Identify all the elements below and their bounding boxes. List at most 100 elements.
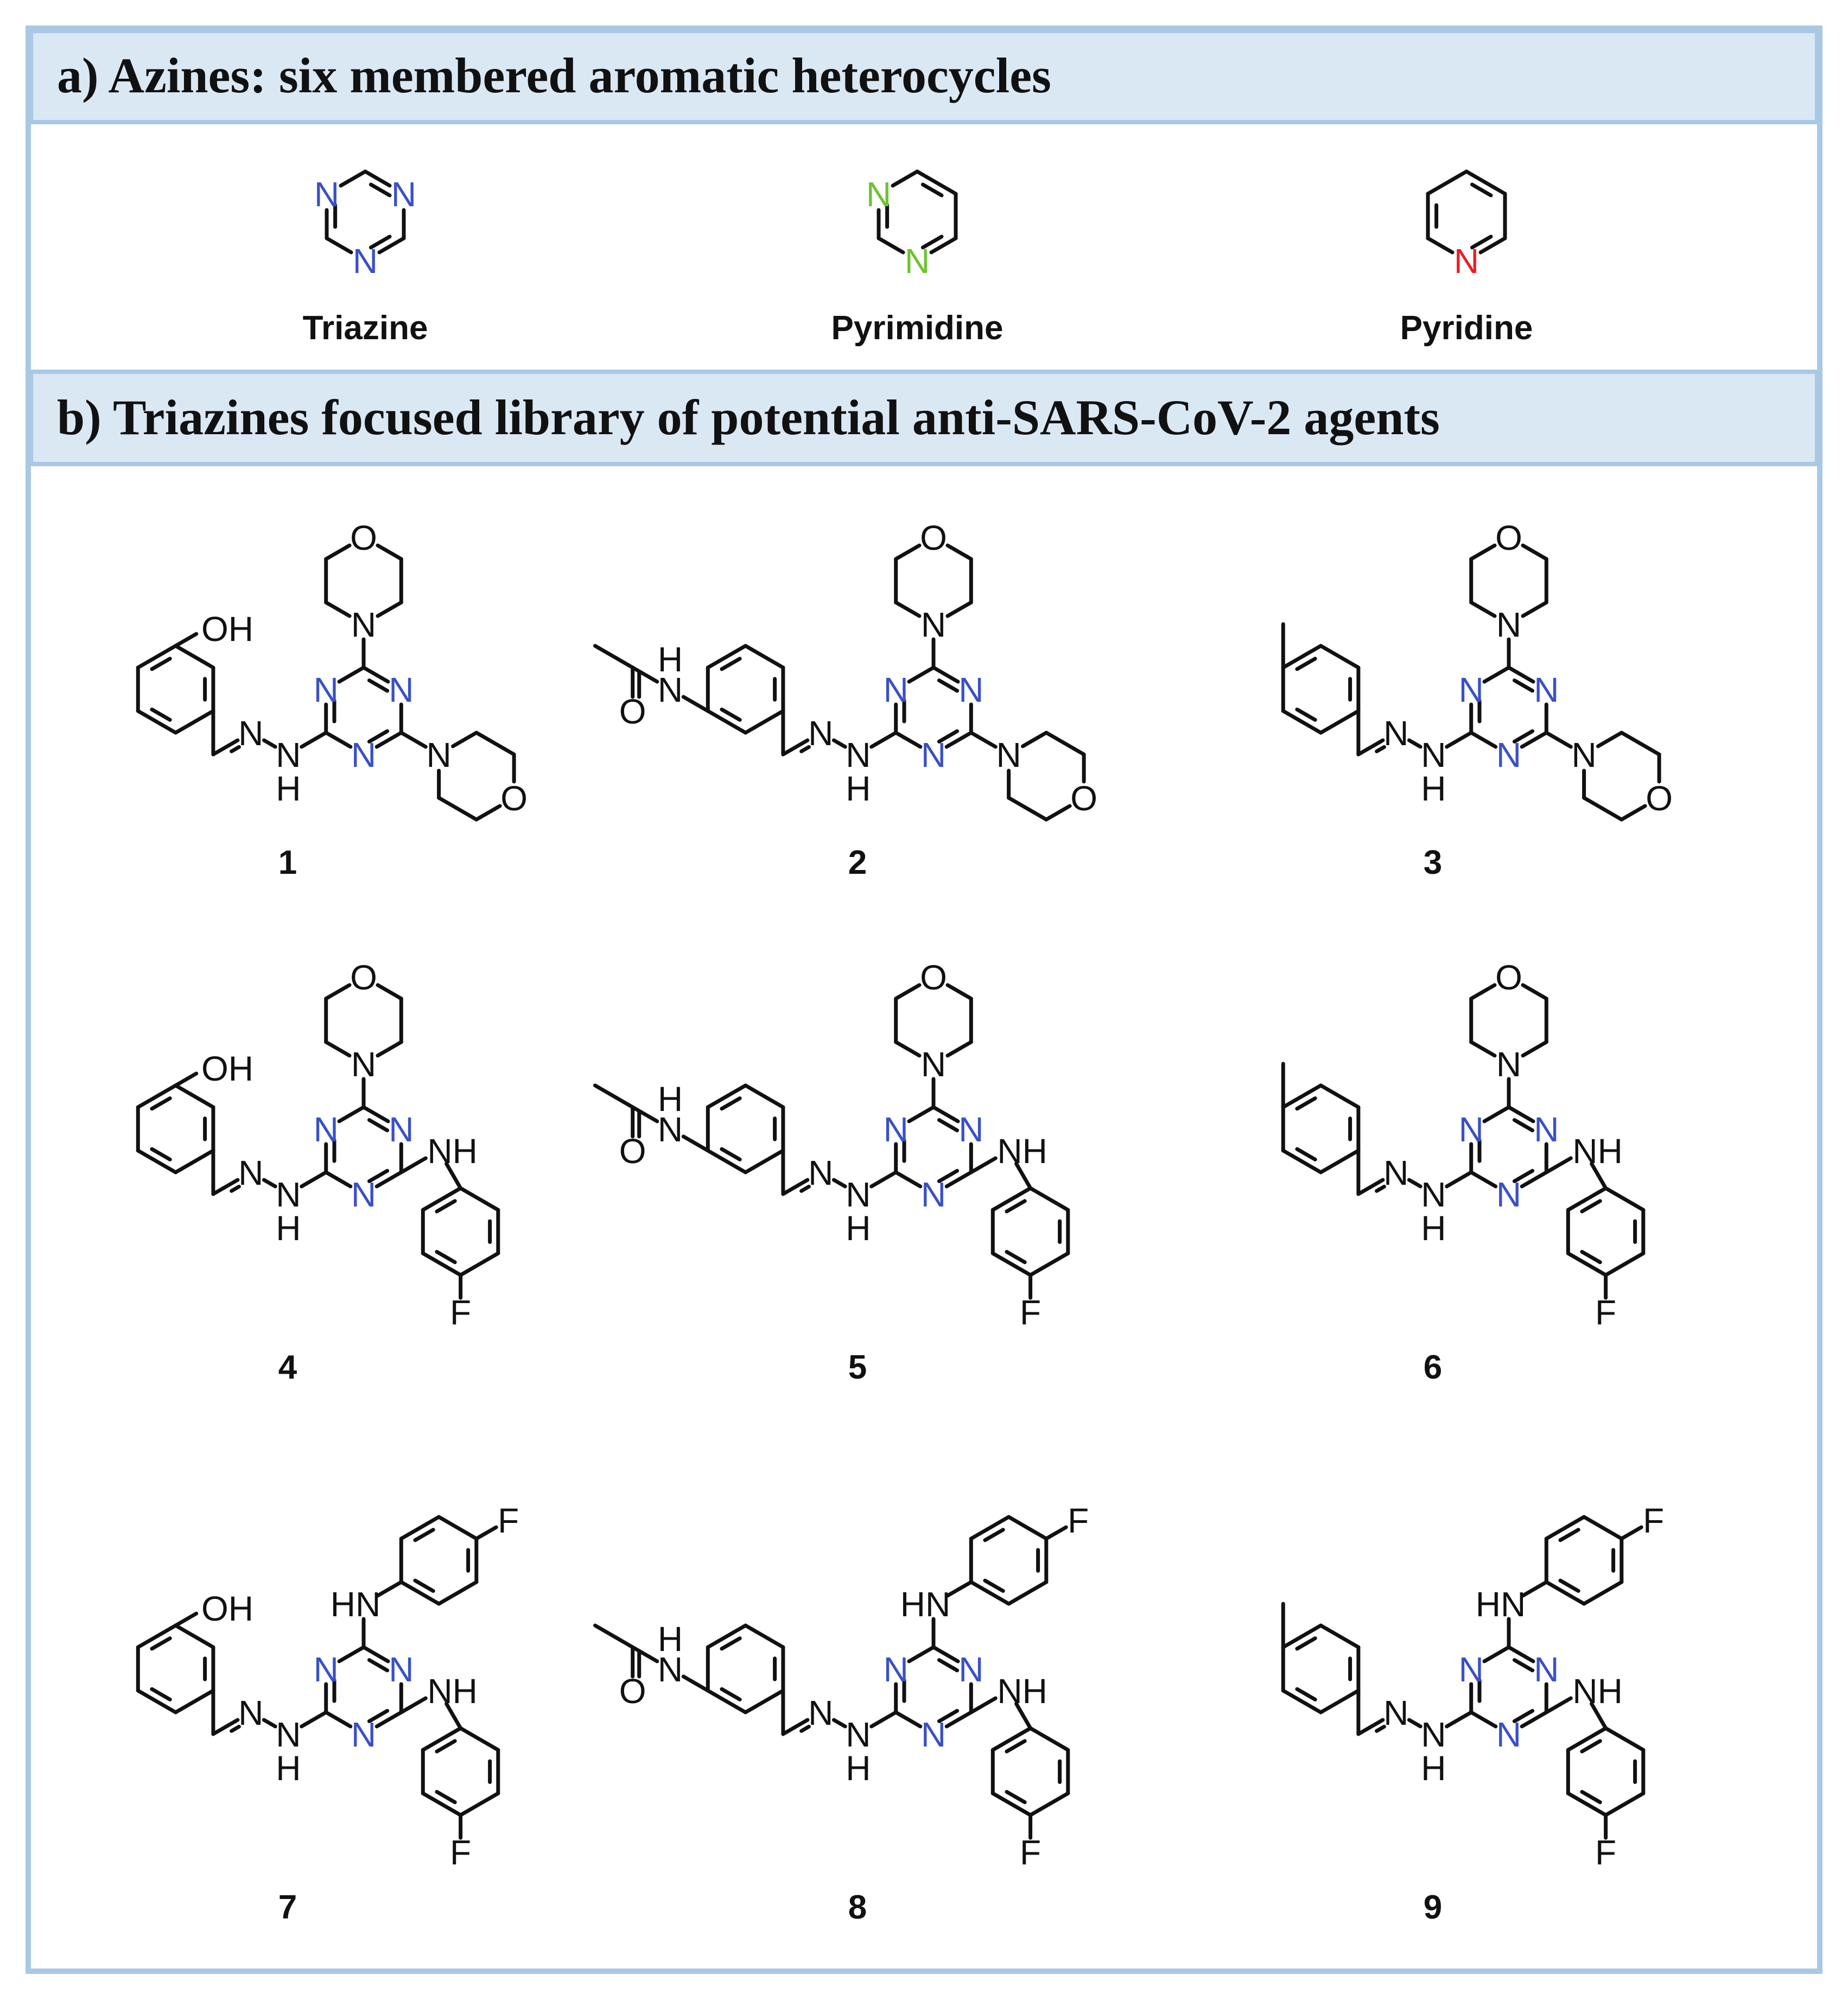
fluoroanilino-bottom: NHF	[969, 1672, 1070, 1872]
amine-hn-label: HN	[900, 1585, 950, 1624]
bond	[1521, 1580, 1548, 1598]
hydrazone-h: H	[276, 769, 301, 808]
bond	[399, 731, 428, 749]
bond	[1544, 1580, 1586, 1606]
fluorophenyl-bottom: F	[1566, 1726, 1646, 1872]
triazine-core	[894, 1105, 973, 1189]
bond	[945, 983, 973, 1001]
bond	[1044, 731, 1086, 757]
bond	[459, 1791, 500, 1817]
bond	[929, 236, 958, 255]
panel-a-title: a) Azines: six membered aromatic heteroc…	[57, 48, 1051, 103]
bond	[1507, 1645, 1535, 1663]
bond	[136, 644, 178, 670]
imine-double-bond	[230, 745, 241, 753]
morpholine-right: NO	[996, 731, 1097, 822]
double-bond	[1558, 1578, 1580, 1593]
bond	[894, 600, 922, 618]
amide-h: H	[658, 640, 683, 679]
bond	[136, 1623, 178, 1649]
hydrazone-h: H	[846, 1209, 871, 1248]
bond	[136, 1083, 178, 1109]
bond	[1469, 600, 1497, 618]
double-bond	[435, 1790, 457, 1805]
amide-nitrogen: N	[658, 1650, 683, 1689]
triazine-core	[324, 1105, 403, 1189]
fluorophenyl-bottom: F	[421, 1186, 500, 1332]
double-bond	[1512, 1709, 1535, 1723]
double-bond	[413, 1528, 435, 1542]
morpholine-oxygen: O	[350, 958, 377, 997]
morpholine-ring	[894, 983, 973, 1058]
bond	[877, 236, 905, 255]
bond	[706, 1083, 748, 1109]
hydrazone-nh-nitrogen: N	[276, 1175, 301, 1214]
bond	[1469, 983, 1497, 1001]
bond	[444, 1701, 463, 1730]
bond	[451, 731, 479, 748]
triazine-nitrogen: N	[389, 1650, 414, 1689]
bond	[891, 169, 919, 188]
amide-h: H	[658, 1079, 683, 1119]
triazine-nitrogen: N	[389, 670, 414, 709]
pyridine-structure: N	[1426, 169, 1507, 281]
imine-nitrogen: N	[238, 714, 263, 753]
amine-nh-label: NH	[1572, 1672, 1622, 1711]
triazine-nitrogen: N	[884, 670, 909, 709]
bond	[1604, 1726, 1646, 1752]
bond	[1021, 731, 1049, 748]
double-bond	[367, 1658, 390, 1673]
double-bond	[937, 678, 960, 693]
bond	[744, 709, 785, 735]
carbonyl-oxygen: O	[619, 1672, 646, 1711]
double-bond	[1470, 182, 1493, 198]
carbonyl-oxygen: O	[619, 692, 646, 731]
bond	[744, 1148, 785, 1174]
bond	[944, 731, 973, 749]
bond	[300, 731, 328, 749]
morpholine-ring	[1469, 543, 1548, 618]
amine-nh-label: NH	[427, 1132, 477, 1171]
double-bond	[937, 1658, 960, 1673]
bond	[631, 1645, 659, 1663]
bond	[990, 1726, 1033, 1752]
double-bond	[720, 657, 742, 671]
bond	[1028, 1726, 1070, 1752]
triazine-nitrogen: N	[1459, 1650, 1484, 1689]
bond	[1007, 1515, 1049, 1541]
bond	[969, 1156, 998, 1174]
hydroxyl-label: OH	[201, 609, 253, 649]
bond	[459, 1251, 500, 1277]
bond	[1482, 1645, 1511, 1663]
double-bond	[1005, 1250, 1027, 1265]
bond	[706, 1623, 748, 1649]
morpholine-nitrogen: N	[351, 605, 376, 644]
compound-number: 9	[1424, 1889, 1442, 1926]
bond	[945, 543, 973, 561]
double-bond	[1295, 657, 1317, 671]
triazine-nitrogen: N	[1534, 670, 1559, 709]
bond	[831, 1178, 847, 1189]
fluorine-atom: F	[1020, 1833, 1041, 1872]
double-bond	[920, 182, 944, 198]
amide-h: H	[658, 1620, 683, 1659]
imine-double-bond	[230, 1184, 241, 1193]
bond	[136, 709, 178, 735]
fluoroanilino-bottom: NH F	[1544, 1672, 1646, 1872]
hydroxyl-label: OH	[201, 1589, 253, 1628]
morpholine-top: NO	[894, 518, 973, 644]
bond	[1464, 169, 1507, 196]
bond	[421, 1251, 463, 1277]
bond	[376, 600, 403, 618]
bond	[1319, 1083, 1361, 1109]
bond	[421, 1791, 463, 1817]
bond	[1319, 709, 1361, 735]
bond	[1319, 644, 1361, 670]
bond	[174, 1071, 199, 1088]
